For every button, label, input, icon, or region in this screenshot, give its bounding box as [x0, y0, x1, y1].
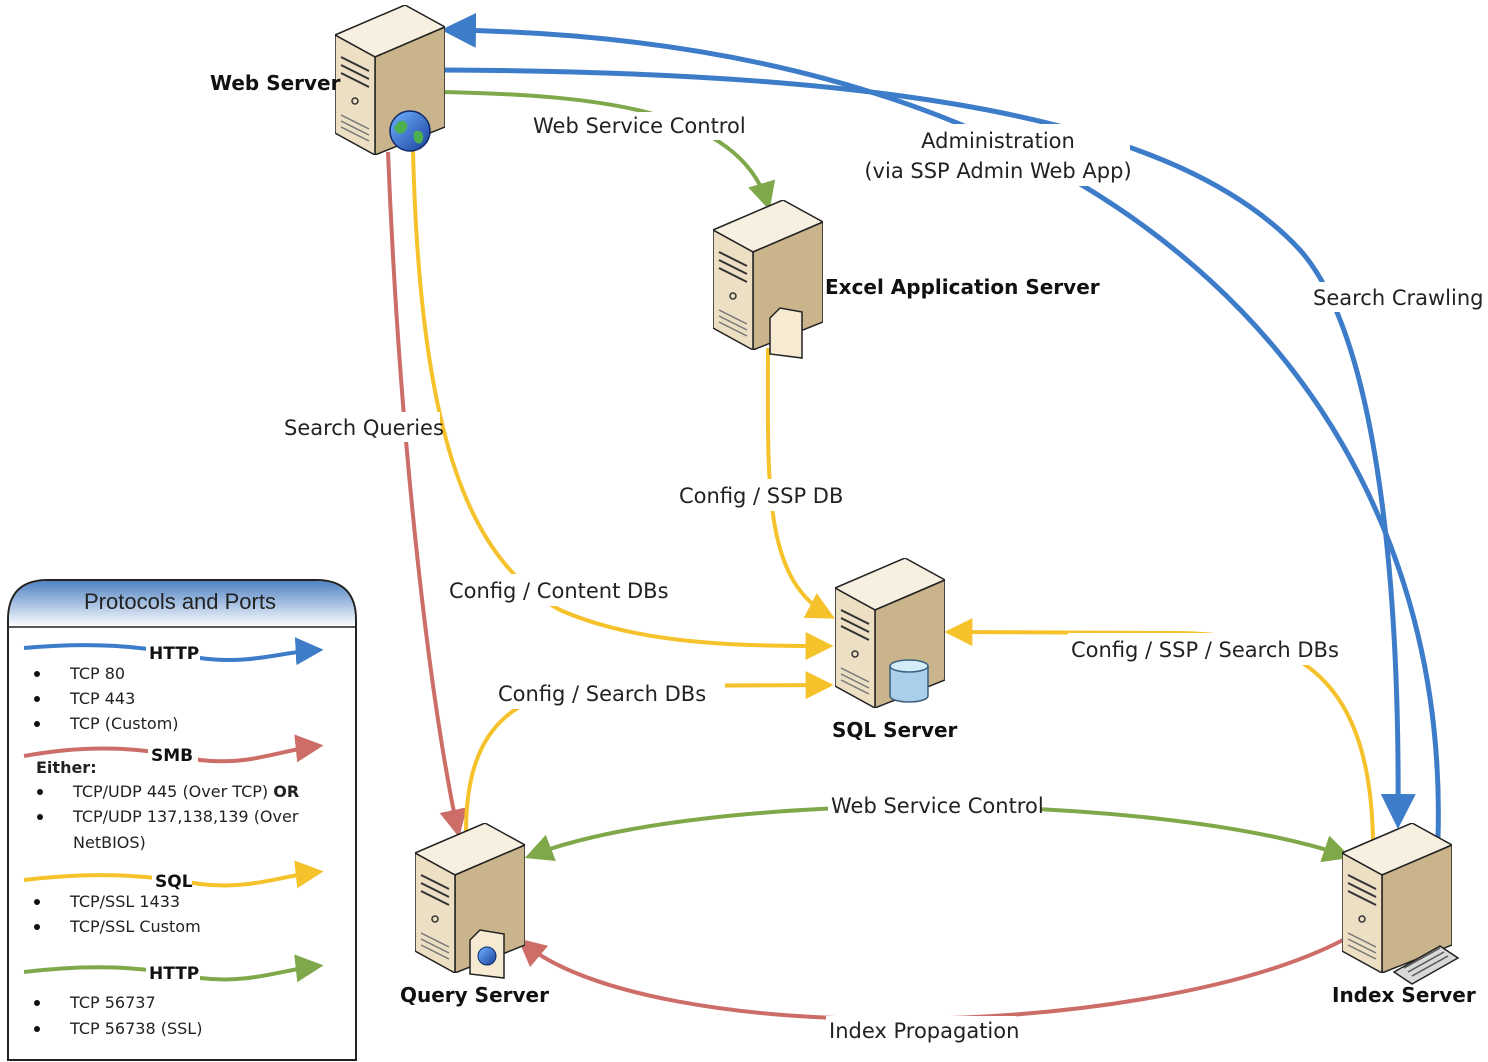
legend-smb-either: Either: — [36, 758, 97, 777]
web-server: Web Server — [210, 5, 445, 155]
legend-smb-label: SMB — [151, 746, 193, 766]
search-queries-arrow — [386, 151, 468, 838]
index-server-label: Index Server — [1332, 983, 1476, 1007]
legend-smb-line — [23, 734, 324, 764]
label-search-crawling: Search Crawling — [1310, 282, 1483, 312]
excel-server-label: Excel Application Server — [825, 275, 1100, 299]
svg-text:(via SSP Admin Web App): (via SSP Admin Web App) — [864, 159, 1131, 183]
legend-http-item: TCP (Custom) — [69, 714, 179, 733]
legend-sql-label: SQL — [155, 872, 193, 892]
label-administration: Administration (via SSP Admin Web App) — [864, 124, 1132, 186]
sql-server: SQL Server — [832, 558, 958, 742]
index-propagation-arrow — [517, 938, 1344, 1021]
web-service-control-top-arrow — [439, 90, 776, 211]
document-globe-icon — [469, 929, 505, 979]
legend-wsc-item: TCP 56738 (SSL) — [69, 1019, 202, 1038]
label-config-content-dbs: Config / Content DBs — [446, 574, 686, 606]
legend-sql-item: TCP/SSL 1433 — [69, 892, 180, 911]
legend-http-label: HTTP — [149, 644, 199, 664]
svg-text:Index Propagation: Index Propagation — [829, 1019, 1019, 1043]
label-config-ssp-search-dbs: Config / SSP / Search DBs — [1068, 633, 1370, 665]
svg-text:Config / SSP / Search DBs: Config / SSP / Search DBs — [1071, 638, 1339, 662]
legend-smb-item: TCP/UDP 137,138,139 (Over — [72, 807, 299, 826]
label-index-propagation: Index Propagation — [826, 1016, 1019, 1046]
label-config-search-dbs: Config / Search DBs — [495, 677, 725, 709]
svg-text:Web Service Control: Web Service Control — [831, 794, 1044, 818]
web-server-label: Web Server — [210, 71, 341, 95]
svg-text:Search Queries: Search Queries — [284, 416, 444, 440]
administration-arrow — [441, 67, 1416, 829]
keyboard-icon — [1392, 945, 1460, 985]
search-crawling-arrow — [441, 12, 1441, 839]
database-icon — [889, 659, 929, 703]
index-server: Index Server — [1332, 823, 1476, 1007]
query-server: Query Server — [400, 823, 549, 1007]
legend-box: Protocols and Ports HTTP TCP 80 TCP 443 … — [7, 579, 357, 1061]
folder-icon — [769, 307, 803, 359]
label-web-service-control-bottom: Web Service Control — [828, 792, 1044, 820]
legend-smb-item: TCP/UDP 445 (Over TCP) OR — [72, 782, 299, 801]
legend-wsc-item: TCP 56737 — [69, 993, 156, 1012]
globe-icon — [389, 110, 431, 152]
config-ssp-db-arrow — [765, 347, 835, 619]
legend-wsc-label: HTTP — [149, 964, 199, 984]
svg-text:Config / Content DBs: Config / Content DBs — [449, 579, 669, 603]
sql-server-label: SQL Server — [832, 718, 958, 742]
label-search-queries: Search Queries — [282, 412, 444, 442]
legend-smb-item-cont: NetBIOS) — [73, 833, 146, 852]
svg-text:Config / Search DBs: Config / Search DBs — [498, 682, 706, 706]
svg-text:Search Crawling: Search Crawling — [1313, 286, 1483, 310]
svg-text:Web Service Control: Web Service Control — [533, 114, 746, 138]
legend-title: Protocols and Ports — [84, 589, 276, 614]
svg-text:Administration: Administration — [921, 129, 1075, 153]
legend-http-item: TCP 443 — [69, 689, 135, 708]
label-web-service-control-top: Web Service Control — [530, 112, 746, 140]
legend-sql-line — [23, 860, 324, 889]
legend-http-item: TCP 80 — [69, 664, 125, 683]
svg-text:Config / SSP DB: Config / SSP DB — [679, 484, 843, 508]
label-config-ssp-db: Config / SSP DB — [676, 479, 866, 511]
query-server-label: Query Server — [400, 983, 549, 1007]
legend-sql-item: TCP/SSL Custom — [69, 917, 201, 936]
excel-application-server: Excel Application Server — [713, 200, 1100, 359]
